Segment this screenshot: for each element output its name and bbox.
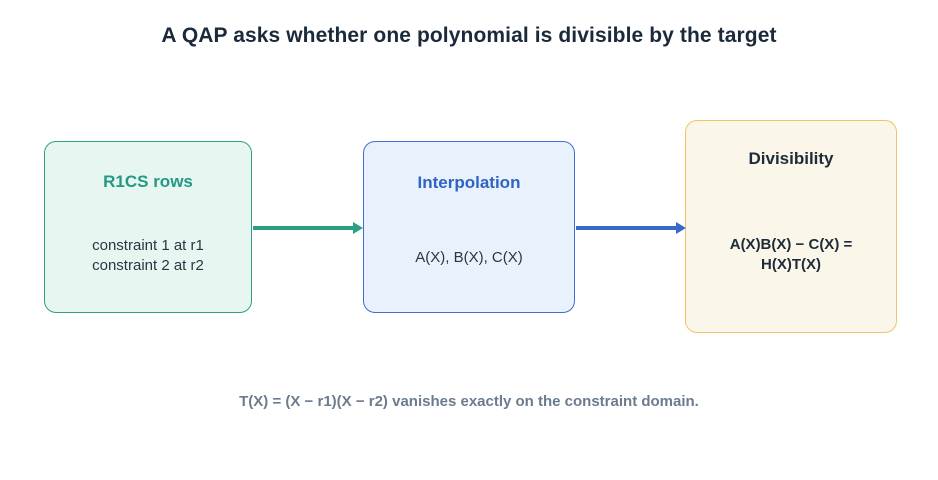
diagram-title: A QAP asks whether one polynomial is div…: [161, 24, 777, 47]
arrow-r1cs-to-interpolation: [253, 222, 363, 234]
divisibility-line-1: A(X)B(X) − C(X) =: [729, 236, 853, 253]
interpolation-line-1: A(X), B(X), C(X): [415, 249, 523, 266]
divisibility-body: A(X)B(X) − C(X) = H(X)T(X): [686, 235, 896, 275]
interpolation-body: A(X), B(X), C(X): [364, 248, 574, 268]
r1cs-line-2: constraint 2 at r2: [92, 257, 204, 274]
interpolation-heading: Interpolation: [417, 173, 521, 192]
footnote: T(X) = (X − r1)(X − r2) vanishes exactly…: [239, 393, 699, 410]
arrow-interpolation-to-divisibility: [576, 222, 686, 234]
interpolation-box: Interpolation A(X), B(X), C(X): [363, 141, 575, 313]
r1cs-rows-body: constraint 1 at r1 constraint 2 at r2: [45, 236, 251, 276]
r1cs-rows-heading: R1CS rows: [103, 172, 193, 191]
r1cs-rows-box: R1CS rows constraint 1 at r1 constraint …: [44, 141, 252, 313]
divisibility-heading: Divisibility: [748, 149, 834, 168]
divisibility-line-2: H(X)T(X): [761, 256, 821, 273]
r1cs-line-1: constraint 1 at r1: [92, 237, 204, 254]
divisibility-box: Divisibility A(X)B(X) − C(X) = H(X)T(X): [685, 120, 897, 333]
